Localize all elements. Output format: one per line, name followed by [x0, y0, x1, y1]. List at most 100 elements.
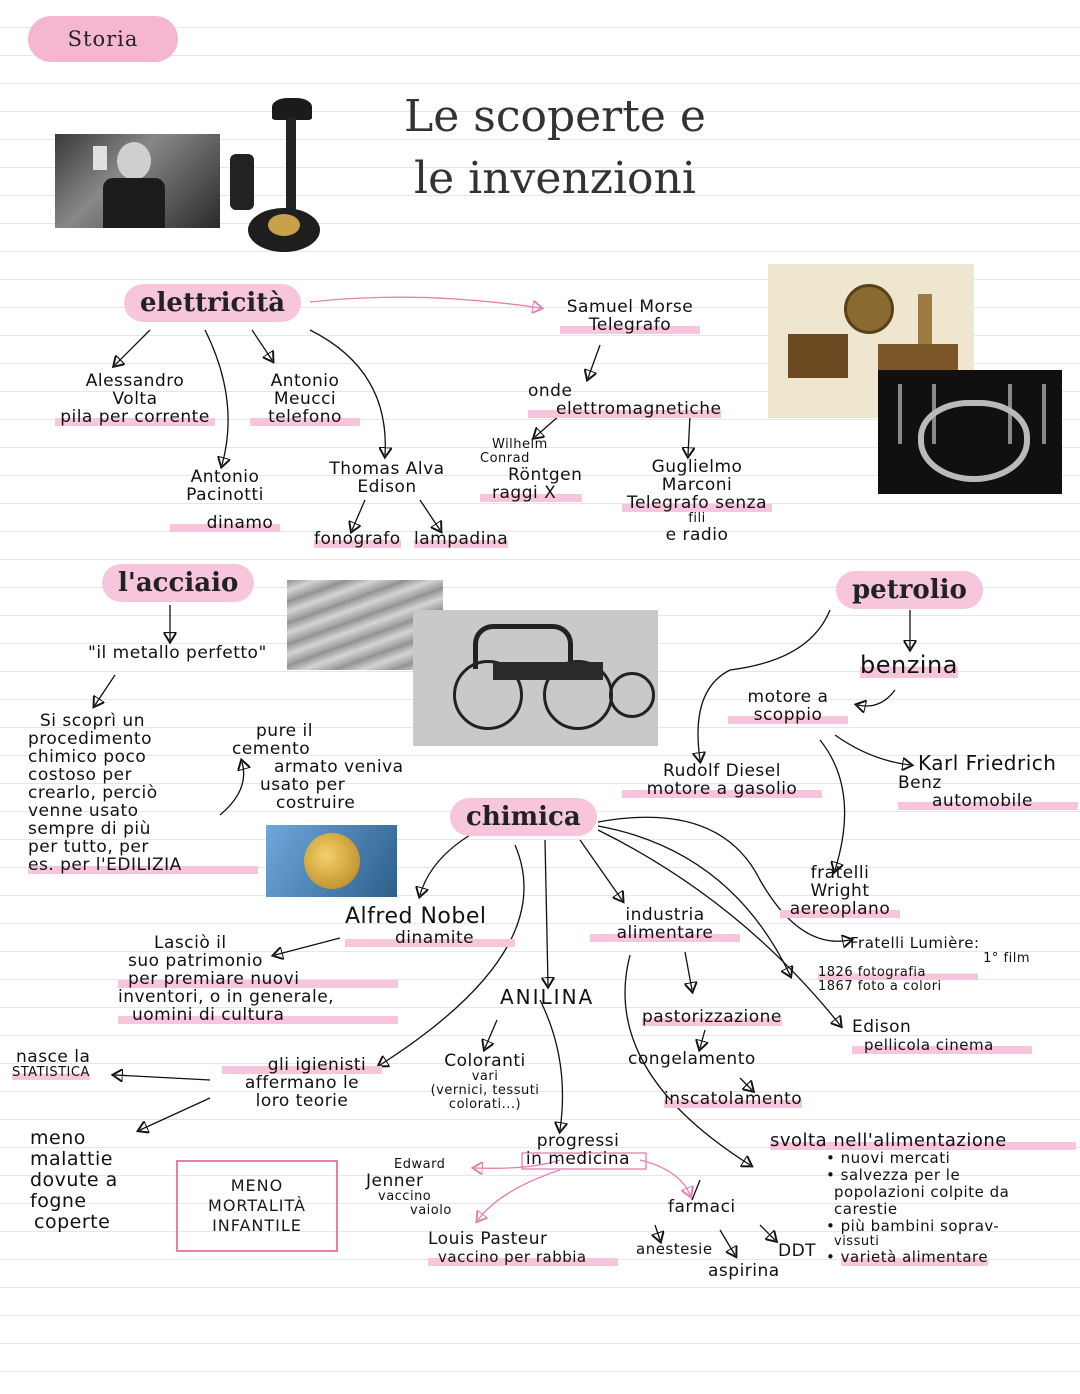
anestesie-label: anestesie	[636, 1240, 713, 1258]
svolta-bullet-text: nuovi mercati	[840, 1149, 951, 1167]
benzina-label: benzina	[860, 651, 958, 679]
farmaci-label: farmaci	[668, 1197, 736, 1217]
acciaio-quote: "il metallo perfetto"	[88, 643, 267, 663]
rontgen-invention: raggi X	[480, 484, 583, 502]
meucci-note: Antonio Meucci telefono	[250, 372, 360, 426]
lumiere-line2: 1° film	[983, 951, 1030, 966]
section-elettricita: elettricità	[124, 284, 302, 322]
foto-line1: 1826 fotografia	[818, 966, 978, 980]
title-line1: Le scoperte e	[404, 91, 706, 142]
morse-invention: Telegrafo	[560, 316, 700, 334]
benz-name: Karl Friedrich	[918, 751, 1057, 775]
anilina-label: ANILINA	[500, 985, 595, 1009]
statistica-note: nasce la STATISTICA	[12, 1047, 91, 1080]
acciaio-desc-line: crearlo, perciò	[28, 783, 158, 803]
pasteur-note: Louis Pasteur vaccino per rabbia	[428, 1230, 618, 1266]
pacinotti-surname: Pacinotti	[186, 485, 264, 505]
rontgen-first-name: Wilhelm	[492, 437, 548, 452]
progressi-line1: progressi	[536, 1131, 620, 1151]
rontgen-note: Wilhelm Conrad Röntgen raggi X	[480, 437, 583, 502]
patrimonio-line: per premiare nuovi	[118, 970, 398, 988]
acciaio-desc-line: sempre di più	[28, 819, 151, 839]
rontgen-surname: Röntgen	[508, 465, 583, 485]
nobel-note: Alfred Nobel dinamite	[345, 905, 515, 947]
marconi-invention2: fili	[688, 511, 706, 526]
volta-note: Alessandro Volta pila per corrente	[55, 372, 215, 426]
pastorizzazione-label: pastorizzazione	[642, 1007, 782, 1027]
section-petrolio: petrolio	[836, 571, 983, 609]
malattie-line: coperte	[34, 1211, 111, 1233]
coloranti-line: colorati...)	[448, 1097, 522, 1112]
subject-badge: Storia	[28, 16, 178, 62]
acciaio-desc-line: procedimento	[28, 729, 152, 749]
wright-note: fratelli Wright aereoplano	[780, 864, 900, 918]
malattie-line: fogne	[30, 1190, 87, 1212]
edison-cinema-name: Edison	[852, 1017, 912, 1037]
motore-line1: motore a	[747, 687, 829, 707]
acciaio-desc-line: per tutto, per	[28, 837, 149, 857]
motore-scoppio-note: motore a scoppio	[728, 688, 848, 724]
nobel-name: Alfred Nobel	[345, 904, 487, 929]
svolta-bullet-text: carestie	[834, 1200, 898, 1218]
diesel-invention: motore a gasolio	[622, 780, 822, 798]
marconi-invention1: Telegrafo senza	[622, 494, 772, 512]
edison-name: Thomas Alva	[329, 459, 445, 479]
lumiere-note: Fratelli Lumière: 1° film	[850, 934, 1030, 966]
cemento-line: costruire	[276, 793, 356, 813]
svolta-note: svolta nell'alimentazione • nuovi mercat…	[770, 1132, 1076, 1266]
marconi-invention3: e radio	[665, 525, 729, 545]
wright-invention: aereoplano	[780, 900, 900, 918]
jenner-surname: Jenner	[366, 1171, 424, 1191]
acciaio-description: Si scoprì un procedimento chimico poco c…	[28, 712, 258, 874]
coloranti-line: (vernici, tessuti	[430, 1083, 540, 1098]
congelamento-label: congelamento	[628, 1049, 756, 1069]
svolta-title: svolta nell'alimentazione	[770, 1132, 1076, 1150]
wright-line2: Wright	[810, 881, 870, 901]
cemento-note: pure il cemento armato veniva usato per …	[232, 722, 432, 812]
nobel-invention: dinamite	[345, 929, 515, 947]
volta-name: Alessandro	[85, 371, 185, 391]
wright-line1: fratelli	[810, 863, 870, 883]
coloranti-line: Coloranti	[444, 1051, 526, 1071]
cemento-line: pure il	[256, 721, 313, 741]
morse-name: Samuel Morse	[566, 297, 694, 317]
malattie-note: meno malattie dovute a fogne coperte	[30, 1128, 150, 1233]
cemento-line: usato per	[260, 775, 346, 795]
svolta-bullet: • varietà alimentare	[826, 1248, 989, 1266]
rontgen-middle-name: Conrad	[480, 451, 530, 466]
mortalita-line: MORTALITÀ	[208, 1196, 306, 1215]
onde-note: onde elettromagnetiche	[528, 381, 722, 418]
benz-surname: Benz	[898, 773, 942, 793]
aspirina-label: aspirina	[708, 1261, 780, 1281]
meucci-invention: telefono	[250, 408, 360, 426]
benz-note: Karl Friedrich Benz automobile	[898, 752, 1078, 810]
jenner-invention2: vaiolo	[410, 1203, 452, 1218]
progressi-note: progressi in medicina	[508, 1132, 648, 1168]
statistica-line1: nasce la	[16, 1047, 91, 1067]
edison-surname: Edison	[357, 477, 417, 497]
industria-note: industria alimentare	[590, 906, 740, 942]
malattie-line: malattie	[30, 1148, 113, 1170]
diesel-note: Rudolf Diesel motore a gasolio	[622, 762, 822, 798]
xray-photo	[878, 370, 1062, 494]
volta-surname: Volta	[112, 389, 158, 409]
edison-cinema-invention: pellicola cinema	[852, 1036, 1032, 1054]
marconi-note: Guglielmo Marconi Telegrafo senza fili e…	[622, 458, 772, 544]
telephone-photo	[228, 92, 324, 258]
svolta-bullet-text: vissuti	[834, 1234, 880, 1249]
edison-note: Thomas Alva Edison	[322, 460, 452, 496]
section-acciaio: l'acciaio	[102, 564, 255, 602]
volta-invention: pila per corrente	[55, 408, 215, 426]
page-title: Le scoperte e le invenzioni	[380, 86, 730, 210]
statistica-line2: STATISTICA	[12, 1065, 91, 1080]
acciaio-desc-line: venne usato	[28, 801, 139, 821]
fonografo-label: fonografo	[314, 529, 401, 549]
pacinotti-name: Antonio	[190, 467, 260, 487]
marconi-name: Guglielmo	[651, 457, 743, 477]
mortalita-box: MENO MORTALITÀ INFANTILE	[176, 1160, 338, 1252]
pasteur-invention: vaccino per rabbia	[428, 1248, 618, 1266]
onde-line1: onde	[528, 381, 573, 401]
cemento-line: armato veniva	[274, 757, 404, 777]
coloranti-line: vari	[471, 1069, 499, 1084]
jenner-name: Edward	[394, 1157, 446, 1172]
